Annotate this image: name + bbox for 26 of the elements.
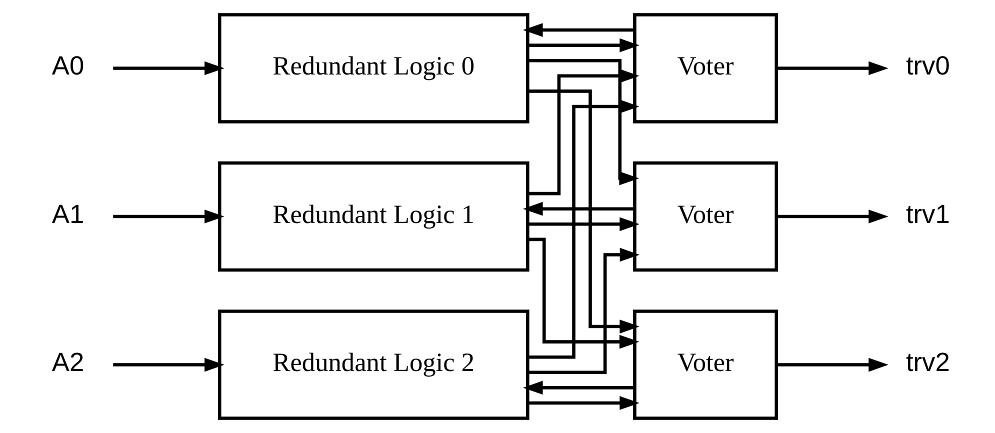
node-text: trv0 (905, 50, 950, 81)
node-text: trv2 (905, 347, 950, 378)
node-text: A1 (51, 198, 84, 229)
node-box: Redundant Logic 2 (217, 310, 529, 420)
arrow (522, 23, 634, 37)
arrow (776, 210, 888, 224)
arrow (527, 38, 639, 52)
arrow (522, 380, 634, 395)
arrow (112, 210, 224, 224)
node-box: Redundant Logic 1 (217, 161, 529, 272)
node-text: A0 (51, 50, 84, 81)
node-text: trv1 (905, 198, 950, 229)
node-box: Voter (632, 161, 778, 272)
arrow (112, 61, 224, 76)
node-text: A2 (51, 347, 84, 378)
node-box: Voter (632, 310, 778, 420)
arrow (528, 248, 640, 374)
arrow (112, 358, 224, 372)
node-box: Voter (632, 13, 778, 124)
arrow (776, 61, 888, 76)
arrow (527, 396, 639, 410)
arrow (776, 358, 888, 372)
arrow (522, 202, 634, 216)
arrow (527, 238, 639, 349)
node-box: Redundant Logic 0 (217, 13, 529, 124)
arrow (527, 217, 639, 232)
